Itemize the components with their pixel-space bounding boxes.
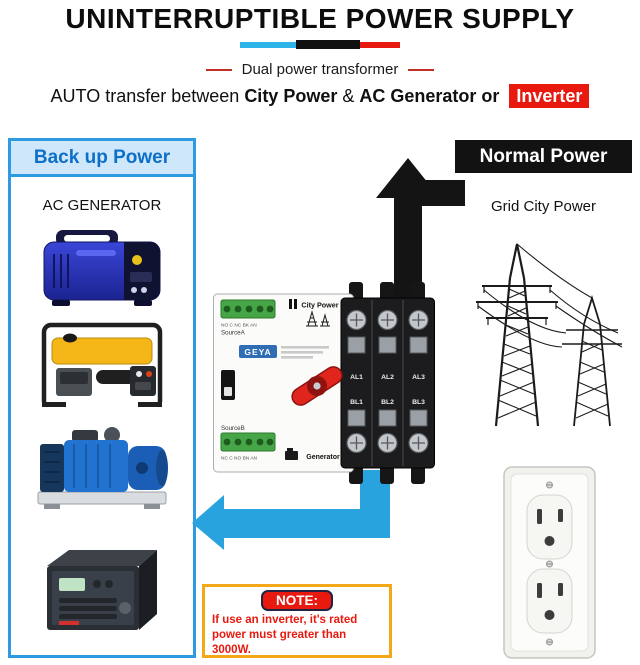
backup-panel-title: Back up Power [11,141,193,177]
wall-outlet-image [503,466,596,659]
tagline-amp: & [337,86,360,106]
underline-black-segment [296,40,360,49]
terminal-code-top: NO C NC BK AN [221,323,257,329]
terminal-label-al1: AL1 [350,374,363,381]
transfer-switch-device: AL1 AL2 AL3 BL1 BL2 BL3 NO C NC BK AN So… [213,282,435,484]
tagline-or: or [476,86,505,106]
tagline-text-1: AUTO transfer between [50,86,245,106]
grid-city-power-label: Grid City Power [490,198,597,215]
subtitle-row: Dual power transformer [0,61,640,78]
title-underline [0,40,640,49]
backup-power-arrow [192,470,390,550]
terminal-label-al2: AL2 [381,374,394,381]
device-city-power-label: City Power [301,301,338,310]
mini-generator-icon [285,448,298,460]
terminal-label-al3: AL3 [412,374,425,381]
transmission-towers-image [476,243,623,427]
source-b-label: SourceB [221,425,245,432]
terminal-label-bl3: BL3 [412,399,425,406]
tagline-city-power: City Power [244,86,338,106]
source-a-label: SourceA [221,330,246,337]
tagline: AUTO transfer between City Power & AC Ge… [0,84,640,108]
terminal-label-bl2: BL2 [381,399,394,406]
normal-power-panel-title: Normal Power [455,140,632,173]
terminal-label-bl1: BL1 [350,399,363,406]
geya-logo-box [239,345,277,358]
terminal-code-bottom: NC C NO BN AN [221,456,258,462]
underline-blue-segment [240,41,296,48]
left-dash [205,68,232,71]
backup-power-panel: Back up Power AC GENERATOR [8,138,196,658]
right-dash [408,68,435,71]
tagline-ac-generator: AC Generator [359,86,477,106]
brand-label: GEYA [244,347,271,357]
gasoline-generator-image [41,322,163,407]
mini-towers-icon [306,310,330,327]
ac-generator-label: AC GENERATOR [42,197,162,214]
inverter-highlight-badge: Inverter [509,84,590,108]
power-inverter-image [47,550,157,630]
inverter-generator-image [43,230,161,306]
note-label: NOTE: [261,590,333,611]
page-title: UNINTERRUPTIBLE POWER SUPPLY [65,3,575,34]
subtitle-text: Dual power transformer [241,61,399,78]
diesel-generator-image [37,427,168,509]
note-box: NOTE: If use an inverter, it's rated pow… [202,584,392,658]
device-generator-label: Generator [306,454,340,461]
underline-red-segment [360,41,400,48]
note-text: If use an inverter, it's rated power mus… [212,614,358,656]
